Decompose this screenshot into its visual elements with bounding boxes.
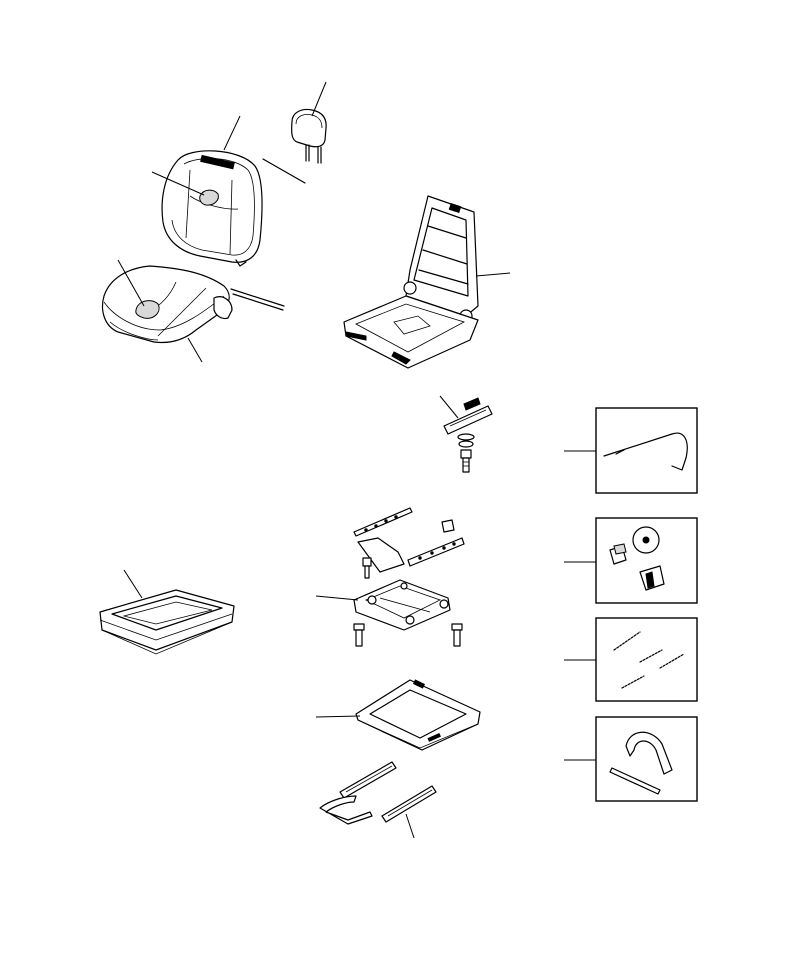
- knob-kit-box: [564, 517, 698, 604]
- seat-back-cushion-part: [151, 115, 263, 267]
- seat-cushion-part: [101, 259, 233, 363]
- mounting-bracket-assembly-part: [315, 507, 465, 647]
- seat-cushion-guide-lines: [230, 288, 285, 311]
- headrest-guide-line: [262, 158, 306, 184]
- bracket-with-bolt-part: [439, 395, 493, 473]
- headrest-part: [291, 81, 327, 164]
- slide-base-frame-part: [315, 679, 481, 751]
- seat-pan-tray-part: [99, 569, 235, 655]
- seat-frame-part: [343, 195, 511, 369]
- cable-kit-box: [564, 407, 698, 494]
- spring-kit-box: [564, 617, 698, 702]
- slide-rails-part: [319, 761, 437, 839]
- strap-kit-box: [564, 716, 698, 802]
